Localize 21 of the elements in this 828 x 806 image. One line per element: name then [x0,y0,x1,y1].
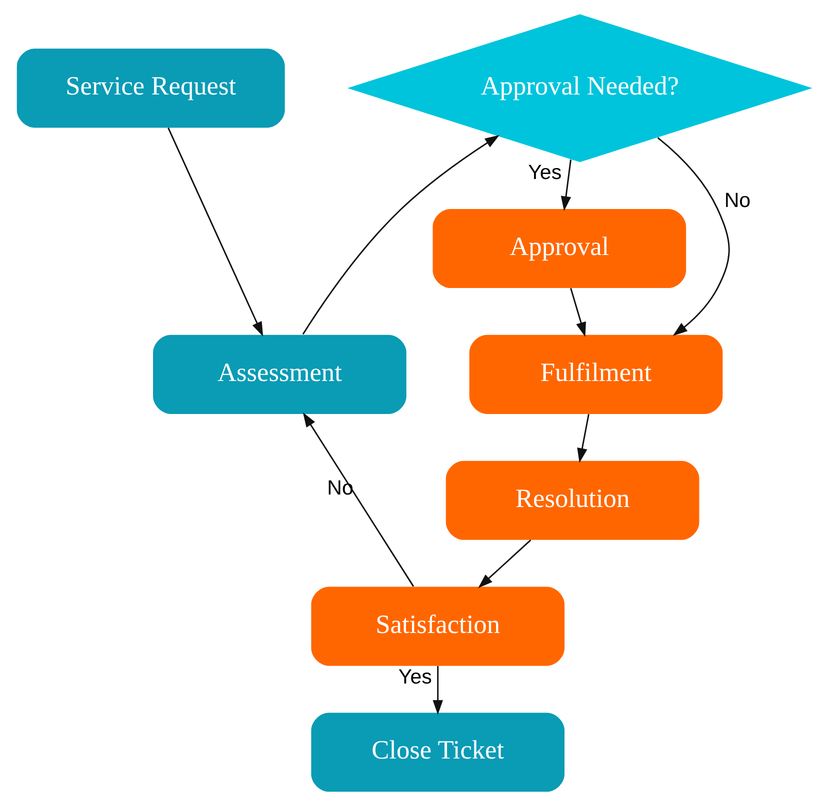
arrow [576,414,589,463]
arrow [560,160,571,211]
edge-label: No [326,476,353,500]
arrow [167,128,263,336]
node-box: Close Ticket [310,712,564,792]
arrow [656,137,730,336]
node-box: Approval [432,208,686,288]
edge-label: Yes [528,160,562,184]
arrow [478,540,531,588]
edge-label: No [724,189,750,212]
node-diamond: Approval Needed? [346,14,812,162]
node-box: Resolution [445,460,699,540]
edge-label: Yes [398,666,432,689]
arrow [302,134,500,335]
node-box: Satisfaction [310,586,564,666]
arrow [570,288,586,337]
arrow [432,666,442,715]
arrow [302,412,414,587]
node-box: Fulfilment [468,334,722,414]
node-box: Service Request [16,48,284,128]
node-box: Assessment [152,334,406,414]
